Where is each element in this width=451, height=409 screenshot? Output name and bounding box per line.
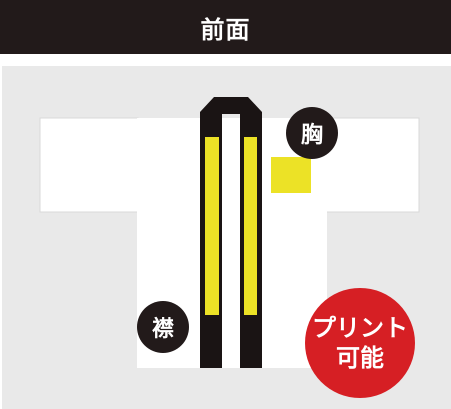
page-title: 前面 [0, 0, 451, 54]
printable-badge-line1: プリント [312, 314, 408, 342]
collar-label-badge: 襟 [137, 301, 189, 353]
chest-print-area [271, 157, 311, 193]
left-sleeve [39, 117, 139, 213]
collar-print-area-right [244, 137, 257, 315]
printable-badge-line2: 可能 [336, 344, 384, 372]
chest-label-badge: 胸 [286, 107, 338, 159]
collar-print-area-left [205, 137, 219, 315]
printable-badge: プリント 可能 [305, 288, 415, 398]
right-sleeve [325, 117, 420, 213]
